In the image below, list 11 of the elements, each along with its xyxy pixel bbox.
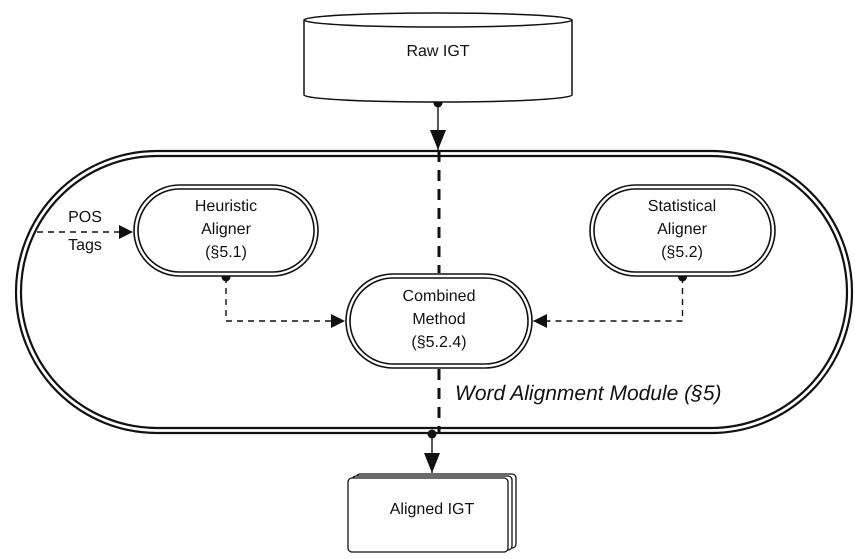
- arrow: [424, 430, 440, 473]
- node-label: Aligned IGT: [388, 500, 476, 520]
- node-label: Raw IGT: [405, 42, 471, 62]
- node-label: Statistical Aligner (§5.2): [646, 197, 718, 263]
- node-label: Combined Method (§5.2.4): [402, 287, 476, 353]
- dashed-connector: [37, 225, 133, 239]
- node-label: Heuristic Aligner (§5.1): [194, 197, 258, 263]
- dashed-connector: [438, 151, 440, 273]
- container-title: Word Alignment Module (§5): [455, 382, 722, 405]
- dashed-connector: [438, 369, 440, 433]
- edge-label: POS Tags: [67, 208, 103, 256]
